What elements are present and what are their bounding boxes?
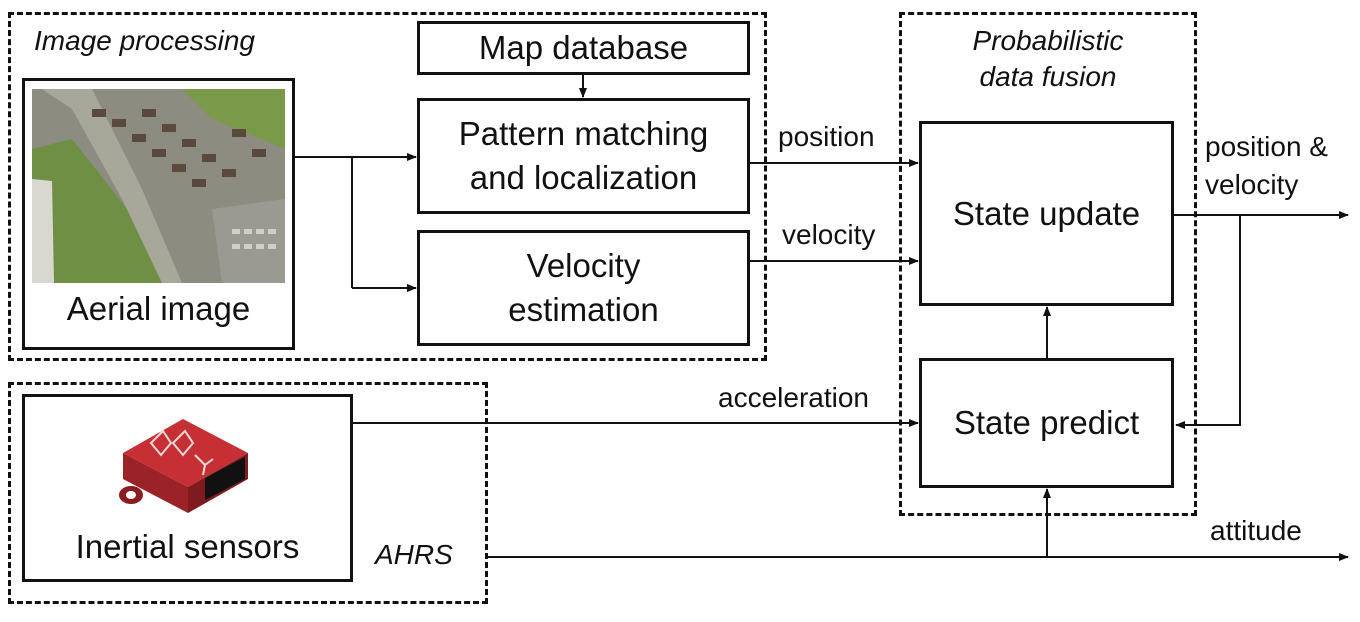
pattern-matching-block: Pattern matching and localization	[417, 98, 750, 214]
attitude-label: attitude	[1210, 515, 1302, 546]
state-update-block: State update	[919, 121, 1174, 306]
state-predict-block: State predict	[919, 358, 1174, 488]
aerial-image-label: Aerial image	[66, 290, 251, 327]
state-update-label: State update	[952, 194, 1141, 232]
aerial-image-block: Aerial image	[22, 78, 295, 350]
fusion-title-line1: Probabilistic	[972, 25, 1124, 56]
velocity-estimation-label-line2: estimation	[508, 291, 659, 328]
map-database-label: Map database	[478, 29, 689, 66]
position-label: position	[778, 121, 875, 152]
image-processing-title: Image processing	[34, 25, 256, 56]
velocity-label: velocity	[782, 219, 876, 250]
aerial-photo-image	[32, 89, 285, 283]
ahrs-group	[8, 382, 488, 604]
pattern-matching-label-line2: and localization	[469, 159, 698, 196]
image-processing-group	[8, 12, 767, 361]
state-predict-label: State predict	[953, 404, 1140, 441]
ahrs-title: AHRS	[375, 539, 453, 570]
imu-sensor-image	[118, 419, 248, 513]
map-database-block: Map database	[417, 21, 750, 75]
acceleration-label: acceleration	[718, 382, 869, 413]
feedback-line	[1175, 215, 1241, 429]
inertial-sensors-label: Inertial sensors	[75, 528, 300, 565]
fusion-title-line2: data fusion	[979, 61, 1117, 92]
output-label-line1: position &	[1205, 131, 1328, 162]
inertial-sensors-block: Inertial sensors	[22, 394, 353, 582]
output-label-line2: velocity	[1205, 169, 1299, 200]
velocity-estimation-label-line1: Velocity	[526, 247, 641, 284]
velocity-estimation-block: Velocity estimation	[417, 230, 750, 346]
pattern-matching-label-line1: Pattern matching	[458, 115, 709, 152]
